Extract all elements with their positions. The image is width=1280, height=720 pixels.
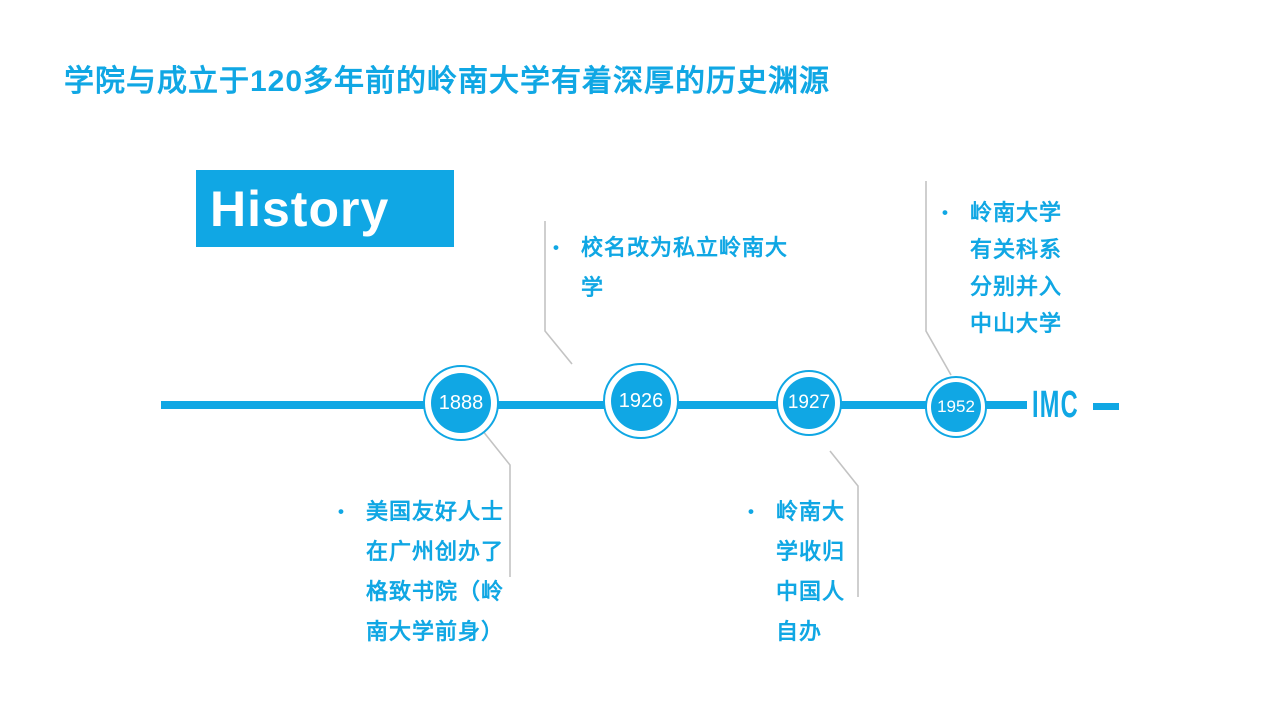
note-line: 自办 <box>776 619 823 644</box>
connector-1952 <box>925 181 952 376</box>
timeline-node-1888: 1888 <box>423 365 499 441</box>
note-1888: • 美国友好人士 在广州创办了 格致书院（岭 南大学前身） <box>338 492 504 652</box>
note-text-1952: 岭南大学 有关科系 分别并入 中山大学 <box>970 194 1062 342</box>
timeline-year-1927: 1927 <box>787 392 831 413</box>
connector-1926 <box>544 221 573 365</box>
connector-1888 <box>481 429 511 577</box>
note-text-1888: 美国友好人士 在广州创办了 格致书院（岭 南大学前身） <box>366 492 504 652</box>
history-label: History <box>210 180 390 237</box>
timeline-node-1952: 1952 <box>925 376 987 438</box>
note-line: 中国人 <box>776 579 846 604</box>
bullet-icon: • <box>338 502 345 521</box>
note-line: 中山大学 <box>970 311 1063 336</box>
note-text-1927: 岭南大 学收归 中国人 自办 <box>776 492 845 652</box>
note-line: 在广州创办了 <box>366 539 505 564</box>
note-line: 学收归 <box>776 539 846 564</box>
timeline-end-label: IMC <box>1032 384 1079 426</box>
note-line: 南大学前身） <box>366 619 505 644</box>
timeline-node-1927: 1927 <box>776 370 842 436</box>
timeline-node-circle: 1952 <box>931 382 981 432</box>
bullet-icon: • <box>748 502 755 521</box>
timeline-node-circle: 1888 <box>431 373 491 433</box>
timeline-node-circle: 1926 <box>611 371 671 431</box>
timeline-node-1926: 1926 <box>603 363 679 439</box>
note-1927: • 岭南大 学收归 中国人 自办 <box>748 492 845 652</box>
timeline-year-1926: 1926 <box>618 389 664 412</box>
note-1926: • 校名改为私立岭南大 学 <box>553 228 788 308</box>
note-line: 美国友好人士 <box>366 499 505 524</box>
timeline-end-dash <box>1093 403 1119 410</box>
note-line: 岭南大 <box>776 499 846 524</box>
timeline-year-1888: 1888 <box>438 391 484 414</box>
note-text-1926: 校名改为私立岭南大 学 <box>581 228 788 308</box>
note-line: 分别并入 <box>970 274 1063 299</box>
slide-title: 学院与成立于120多年前的岭南大学有着深厚的历史渊源 <box>64 65 831 98</box>
timeline-axis <box>161 401 1027 409</box>
note-line: 校名改为私立岭南大 <box>581 235 789 260</box>
bullet-icon: • <box>553 238 560 257</box>
note-line: 格致书院（岭 <box>366 579 505 604</box>
note-line: 岭南大学 <box>970 200 1063 225</box>
bullet-icon: • <box>942 203 949 222</box>
timeline-node-circle: 1927 <box>783 377 835 429</box>
timeline-year-1952: 1952 <box>937 397 975 416</box>
connector-1927 <box>829 450 859 597</box>
note-line: 有关科系 <box>970 237 1063 262</box>
history-label-box: History <box>196 170 454 247</box>
note-1952: • 岭南大学 有关科系 分别并入 中山大学 <box>942 194 1062 342</box>
note-line: 学 <box>581 275 605 300</box>
